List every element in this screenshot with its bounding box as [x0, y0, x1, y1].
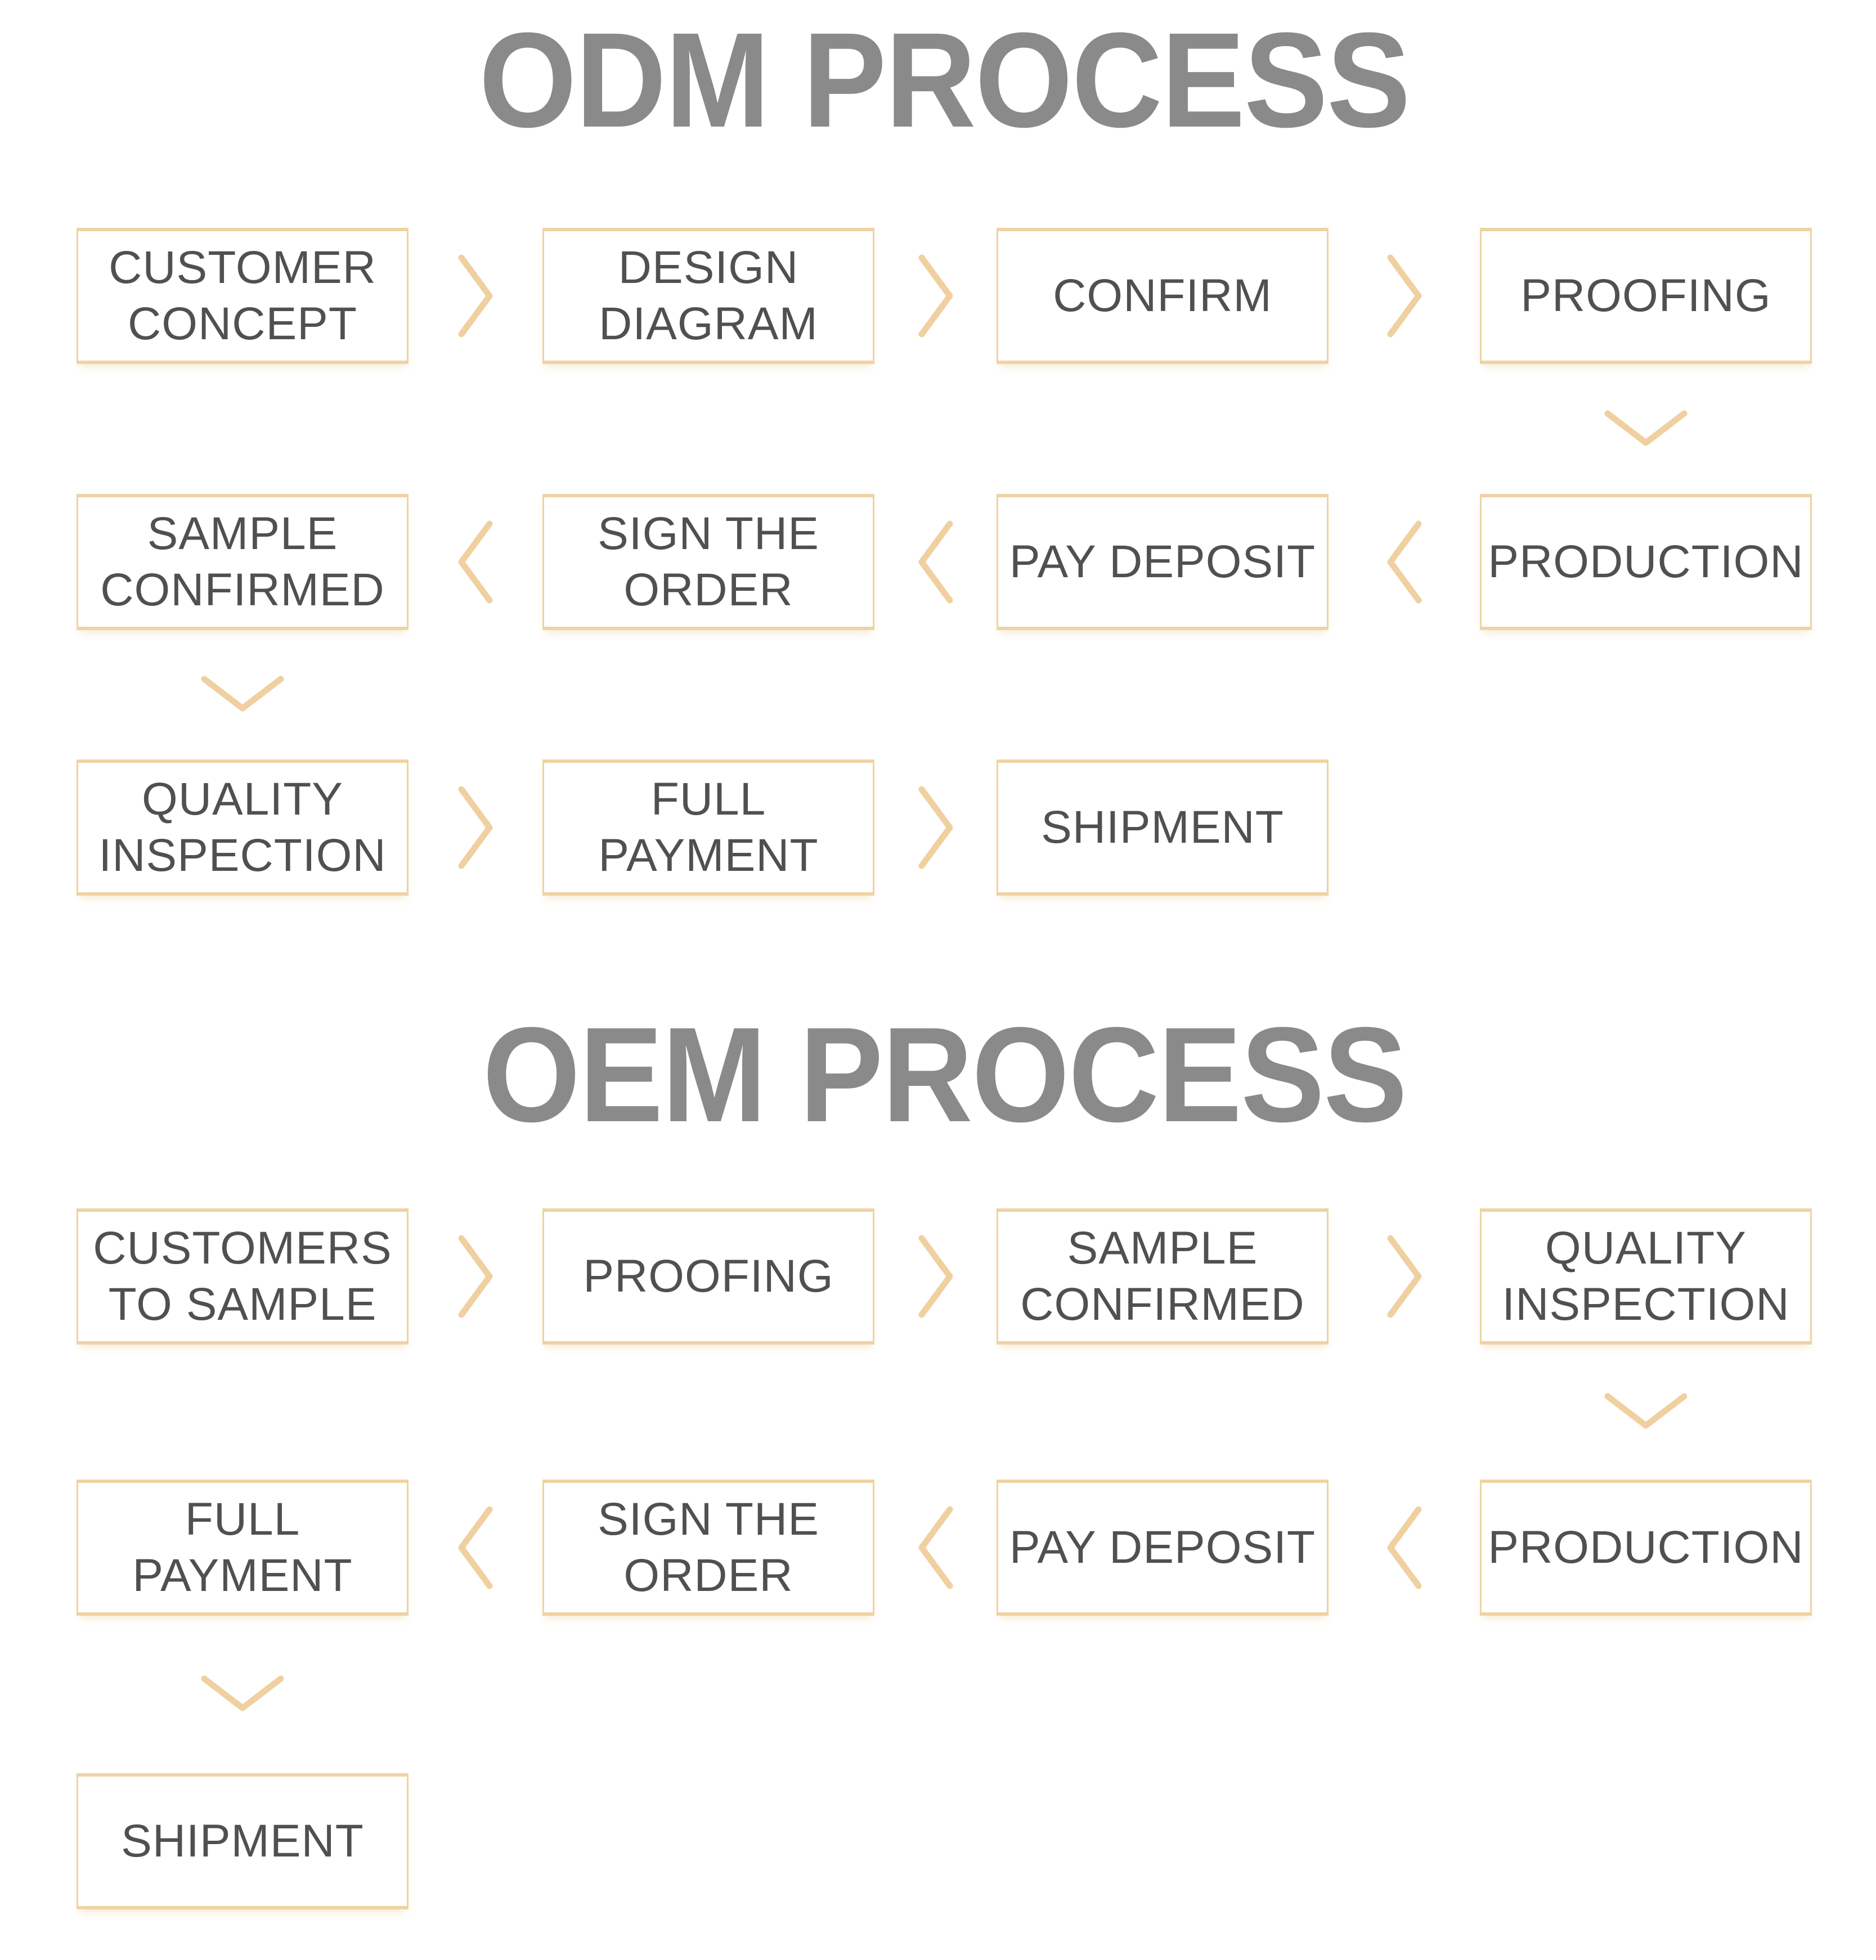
chevron-left-icon — [1329, 1480, 1480, 1616]
oem-step-full-payment: FULL PAYMENT — [77, 1480, 409, 1616]
step-label: SHIPMENT — [121, 1815, 364, 1867]
oem-connector-2 — [77, 1616, 1812, 1773]
chevron-right-icon — [409, 228, 542, 364]
odm-step-design-diagram: DESIGN DIAGRAM — [542, 228, 874, 364]
oem-step-production: PRODUCTION — [1480, 1480, 1812, 1616]
odm-title: ODM PROCESS — [77, 12, 1812, 147]
odm-row-1: CUSTOMER CONCEPT DESIGN DIAGRAM CONFIRM … — [77, 228, 1812, 364]
step-label: QUALITY INSPECTION — [1502, 1222, 1790, 1330]
odm-step-proofing: PROOFING — [1480, 228, 1812, 364]
chevron-down-icon — [1480, 1345, 1812, 1480]
oem-step-shipment: SHIPMENT — [77, 1773, 409, 1909]
oem-step-sign-the-order: SIGN THE ORDER — [542, 1480, 874, 1616]
oem-step-proofing: PROOFING — [542, 1208, 874, 1345]
chevron-right-icon — [1329, 1208, 1480, 1345]
chevron-right-icon — [409, 1208, 542, 1345]
odm-step-quality-inspection: QUALITY INSPECTION — [77, 759, 409, 896]
chevron-left-icon — [874, 494, 997, 630]
chevron-left-icon — [409, 494, 542, 630]
odm-title-text: ODM PROCESS — [479, 5, 1411, 155]
chevron-right-icon — [874, 759, 997, 896]
chevron-left-icon — [874, 1480, 997, 1616]
step-label: SIGN THE ORDER — [598, 1494, 819, 1601]
odm-row-2: SAMPLE CONFIRMED SIGN THE ORDER PAY DEPO… — [77, 494, 1812, 630]
step-label: QUALITY INSPECTION — [98, 774, 387, 881]
chevron-down-icon — [77, 630, 409, 759]
step-label: PAY DEPOSIT — [1009, 1522, 1316, 1573]
step-label: SHIPMENT — [1041, 802, 1284, 853]
chevron-left-icon — [1329, 494, 1480, 630]
oem-step-sample-confirmed: SAMPLE CONFIRMED — [997, 1208, 1329, 1345]
odm-step-sign-the-order: SIGN THE ORDER — [542, 494, 874, 630]
chevron-right-icon — [409, 759, 542, 896]
chevron-down-icon — [1480, 364, 1812, 494]
step-label: CONFIRM — [1053, 270, 1272, 321]
step-label: DESIGN DIAGRAM — [599, 242, 818, 349]
odm-step-shipment: SHIPMENT — [997, 759, 1329, 896]
odm-step-pay-deposit: PAY DEPOSIT — [997, 494, 1329, 630]
step-label: PROOFING — [1520, 270, 1771, 321]
chevron-right-icon — [874, 228, 997, 364]
odm-step-sample-confirmed: SAMPLE CONFIRMED — [77, 494, 409, 630]
step-label: CUSTOMER CONCEPT — [109, 242, 376, 349]
oem-step-quality-inspection: QUALITY INSPECTION — [1480, 1208, 1812, 1345]
step-label: FULL PAYMENT — [132, 1494, 353, 1601]
odm-step-production: PRODUCTION — [1480, 494, 1812, 630]
step-label: CUSTOMERS TO SAMPLE — [93, 1222, 392, 1330]
step-label: PAY DEPOSIT — [1009, 536, 1316, 587]
chevron-right-icon — [874, 1208, 997, 1345]
chevron-down-icon — [77, 1616, 409, 1773]
chevron-left-icon — [409, 1480, 542, 1616]
odm-step-customer-concept: CUSTOMER CONCEPT — [77, 228, 409, 364]
odm-connector-2 — [77, 630, 1812, 759]
oem-step-customers-to-sample: CUSTOMERS TO SAMPLE — [77, 1208, 409, 1345]
step-label: PRODUCTION — [1488, 1522, 1804, 1573]
odm-connector-1 — [77, 364, 1812, 494]
step-label: FULL PAYMENT — [598, 774, 819, 881]
odm-step-confirm: CONFIRM — [997, 228, 1329, 364]
odm-row-3: QUALITY INSPECTION FULL PAYMENT SHIPMENT — [77, 759, 1812, 896]
oem-row-2: FULL PAYMENT SIGN THE ORDER PAY DEPOSIT … — [77, 1480, 1812, 1616]
oem-connector-1 — [77, 1345, 1812, 1480]
oem-title-text: OEM PROCESS — [482, 999, 1407, 1150]
oem-step-pay-deposit: PAY DEPOSIT — [997, 1480, 1329, 1616]
step-label: PRODUCTION — [1488, 536, 1804, 587]
oem-row-3: SHIPMENT — [77, 1773, 1812, 1909]
chevron-right-icon — [1329, 228, 1480, 364]
oem-row-1: CUSTOMERS TO SAMPLE PROOFING SAMPLE CONF… — [77, 1208, 1812, 1345]
step-label: SAMPLE CONFIRMED — [100, 508, 385, 615]
step-label: SIGN THE ORDER — [598, 508, 819, 615]
step-label: SAMPLE CONFIRMED — [1020, 1222, 1305, 1330]
oem-title: OEM PROCESS — [77, 1007, 1812, 1142]
step-label: PROOFING — [583, 1251, 834, 1302]
odm-step-full-payment: FULL PAYMENT — [542, 759, 874, 896]
